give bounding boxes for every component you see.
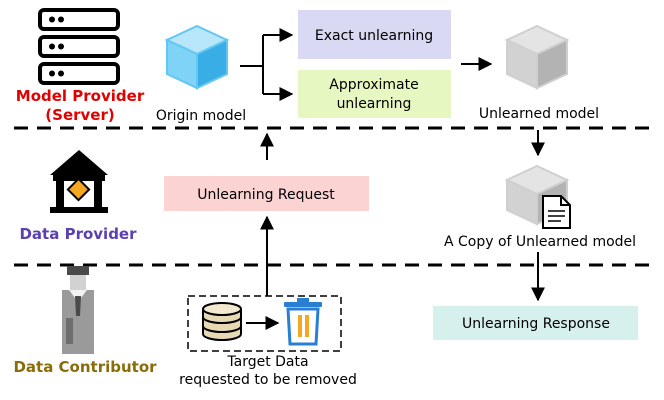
exact-unlearning-label: Exact unlearning <box>315 28 433 44</box>
origin-model-label: Origin model <box>156 108 246 124</box>
origin-model-cube-icon <box>164 24 230 90</box>
unlearning-response-label: Unlearning Response <box>462 316 610 332</box>
document-icon <box>542 195 571 229</box>
unlearning-request-label: Unlearning Request <box>197 187 335 203</box>
model-provider-label: Model Provider <box>16 87 145 105</box>
target-data-label-line2: requested to be removed <box>179 372 357 388</box>
server-icon <box>38 8 120 85</box>
approximate-unlearning-label-line2: unlearning <box>337 96 412 112</box>
data-contributor-label: Data Contributor <box>13 358 157 376</box>
approximate-unlearning-box <box>298 70 451 118</box>
model-provider-sublabel: (Server) <box>45 106 114 124</box>
approximate-unlearning-label-line1: Approximate <box>329 77 418 93</box>
trash-icon <box>284 298 322 346</box>
copy-of-unlearned-model-label: A Copy of Unlearned model <box>444 234 636 250</box>
house-icon <box>50 150 108 213</box>
unlearned-model-cube-icon <box>504 24 570 90</box>
database-icon <box>202 302 242 341</box>
target-data-group-box <box>187 295 342 352</box>
exact-unlearning-box <box>298 10 451 59</box>
data-provider-label: Data Provider <box>19 225 137 243</box>
target-data-label-line1: Target Data <box>226 354 308 370</box>
person-icon <box>62 266 94 354</box>
unlearning-request-box <box>164 176 369 211</box>
unlearning-response-box <box>433 306 638 340</box>
unlearned-model-label: Unlearned model <box>479 106 599 122</box>
